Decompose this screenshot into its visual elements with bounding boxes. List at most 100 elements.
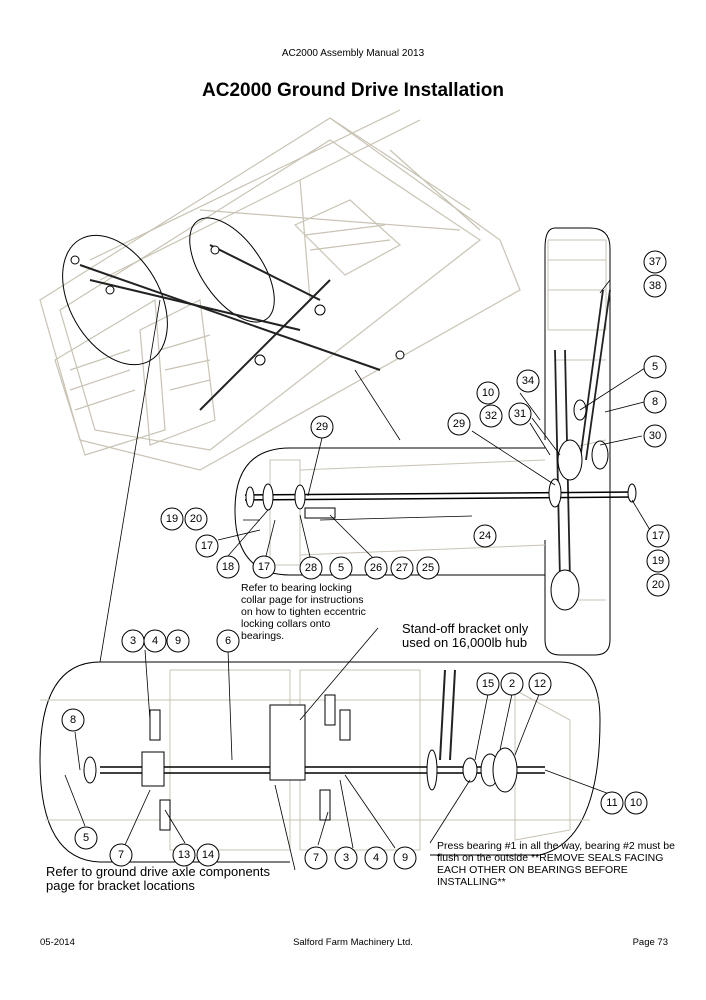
svg-text:5: 5 <box>652 361 658 373</box>
callout: 20 <box>184 507 208 531</box>
bottom-detail-outline <box>39 661 601 863</box>
bottom-axle <box>100 766 545 774</box>
bottom-parts <box>83 694 518 831</box>
page-title: AC2000 Ground Drive Installation <box>202 80 504 101</box>
svg-text:5: 5 <box>83 832 89 844</box>
svg-text:32: 32 <box>485 410 497 422</box>
svg-text:17: 17 <box>258 561 270 573</box>
svg-text:27: 27 <box>396 562 408 574</box>
svg-text:4: 4 <box>373 852 379 864</box>
callout: 32 <box>479 404 503 428</box>
machine-frame <box>39 109 521 471</box>
callout: 17 <box>195 534 219 558</box>
middle-frame <box>269 459 546 566</box>
callout: 3 <box>121 629 145 653</box>
callout: 24 <box>473 524 497 548</box>
footer-page: Page 73 <box>632 937 668 948</box>
svg-text:6: 6 <box>225 635 231 647</box>
svg-text:14: 14 <box>202 849 214 861</box>
svg-text:20: 20 <box>652 579 664 591</box>
svg-text:31: 31 <box>514 408 526 420</box>
callout: 25 <box>416 556 440 580</box>
press-bearing-note: Press bearing #1 in all the way, bearing… <box>437 840 675 888</box>
leader-lines <box>64 279 651 871</box>
callout: 26 <box>364 556 388 580</box>
footer-date: 05-2014 <box>40 937 75 948</box>
svg-text:10: 10 <box>482 387 494 399</box>
sprocket-icons <box>70 245 405 366</box>
svg-text:13: 13 <box>178 849 190 861</box>
callout: 34 <box>516 369 540 393</box>
right-detail-outline <box>544 227 611 656</box>
svg-text:34: 34 <box>522 375 534 387</box>
svg-text:20: 20 <box>190 513 202 525</box>
callout: 11 <box>600 791 624 815</box>
svg-text:38: 38 <box>649 280 661 292</box>
svg-text:28: 28 <box>305 562 317 574</box>
svg-text:5: 5 <box>338 562 344 574</box>
callout: 19 <box>646 549 670 573</box>
callout: 4 <box>143 629 167 653</box>
svg-text:9: 9 <box>402 852 408 864</box>
callout: 5 <box>329 556 353 580</box>
callout: 31 <box>508 402 532 426</box>
svg-text:9: 9 <box>175 635 181 647</box>
svg-text:4: 4 <box>152 635 158 647</box>
svg-text:15: 15 <box>482 678 494 690</box>
callout: 19 <box>160 507 184 531</box>
svg-text:30: 30 <box>649 430 661 442</box>
callout: 38 <box>643 274 667 298</box>
callout: 7 <box>109 843 133 867</box>
callout: 8 <box>61 708 85 732</box>
callout: 14 <box>196 843 220 867</box>
callout: 29 <box>310 415 334 439</box>
callout: 9 <box>393 846 417 870</box>
right-chain <box>554 289 611 581</box>
callout: 28 <box>299 556 323 580</box>
svg-text:11: 11 <box>606 797 617 809</box>
callout: 20 <box>646 573 670 597</box>
callout: 3 <box>334 846 358 870</box>
callout: 9 <box>166 629 190 653</box>
callout: 17 <box>252 555 276 579</box>
svg-text:18: 18 <box>222 561 234 573</box>
svg-text:10: 10 <box>630 797 642 809</box>
callout: 37 <box>643 250 667 274</box>
callout: 29 <box>447 412 471 436</box>
svg-text:19: 19 <box>166 513 178 525</box>
svg-text:29: 29 <box>316 421 328 433</box>
drive-chain <box>79 244 381 411</box>
callout: 30 <box>643 424 667 448</box>
bracket-locations-note: Refer to ground drive axle components pa… <box>46 864 271 893</box>
standoff-note: Stand-off bracket only used on 16,000lb … <box>402 621 529 650</box>
svg-text:3: 3 <box>130 635 136 647</box>
svg-text:12: 12 <box>534 678 546 690</box>
right-sprockets <box>550 399 609 611</box>
callout: 10 <box>624 791 648 815</box>
svg-text:8: 8 <box>652 396 658 408</box>
svg-text:26: 26 <box>370 562 382 574</box>
svg-text:24: 24 <box>479 530 491 542</box>
callout: 7 <box>304 846 328 870</box>
callout: 13 <box>172 843 196 867</box>
svg-text:37: 37 <box>649 256 661 268</box>
svg-text:2: 2 <box>509 678 515 690</box>
manual-header: AC2000 Assembly Manual 2013 <box>281 48 425 59</box>
callout: 18 <box>216 555 240 579</box>
svg-text:19: 19 <box>652 555 664 567</box>
callout: 2 <box>500 672 524 696</box>
middle-detail-outline <box>234 447 545 576</box>
callout: 15 <box>476 672 500 696</box>
callout: 12 <box>528 672 552 696</box>
footer-company: Salford Farm Machinery Ltd. <box>293 937 413 948</box>
svg-text:7: 7 <box>118 849 124 861</box>
callout: 10 <box>476 381 500 405</box>
callout: 4 <box>364 846 388 870</box>
middle-axle <box>244 491 636 501</box>
svg-text:17: 17 <box>201 540 213 552</box>
callout: 6 <box>216 629 240 653</box>
callout: 5 <box>643 355 667 379</box>
callout: 8 <box>643 390 667 414</box>
svg-text:7: 7 <box>313 852 319 864</box>
